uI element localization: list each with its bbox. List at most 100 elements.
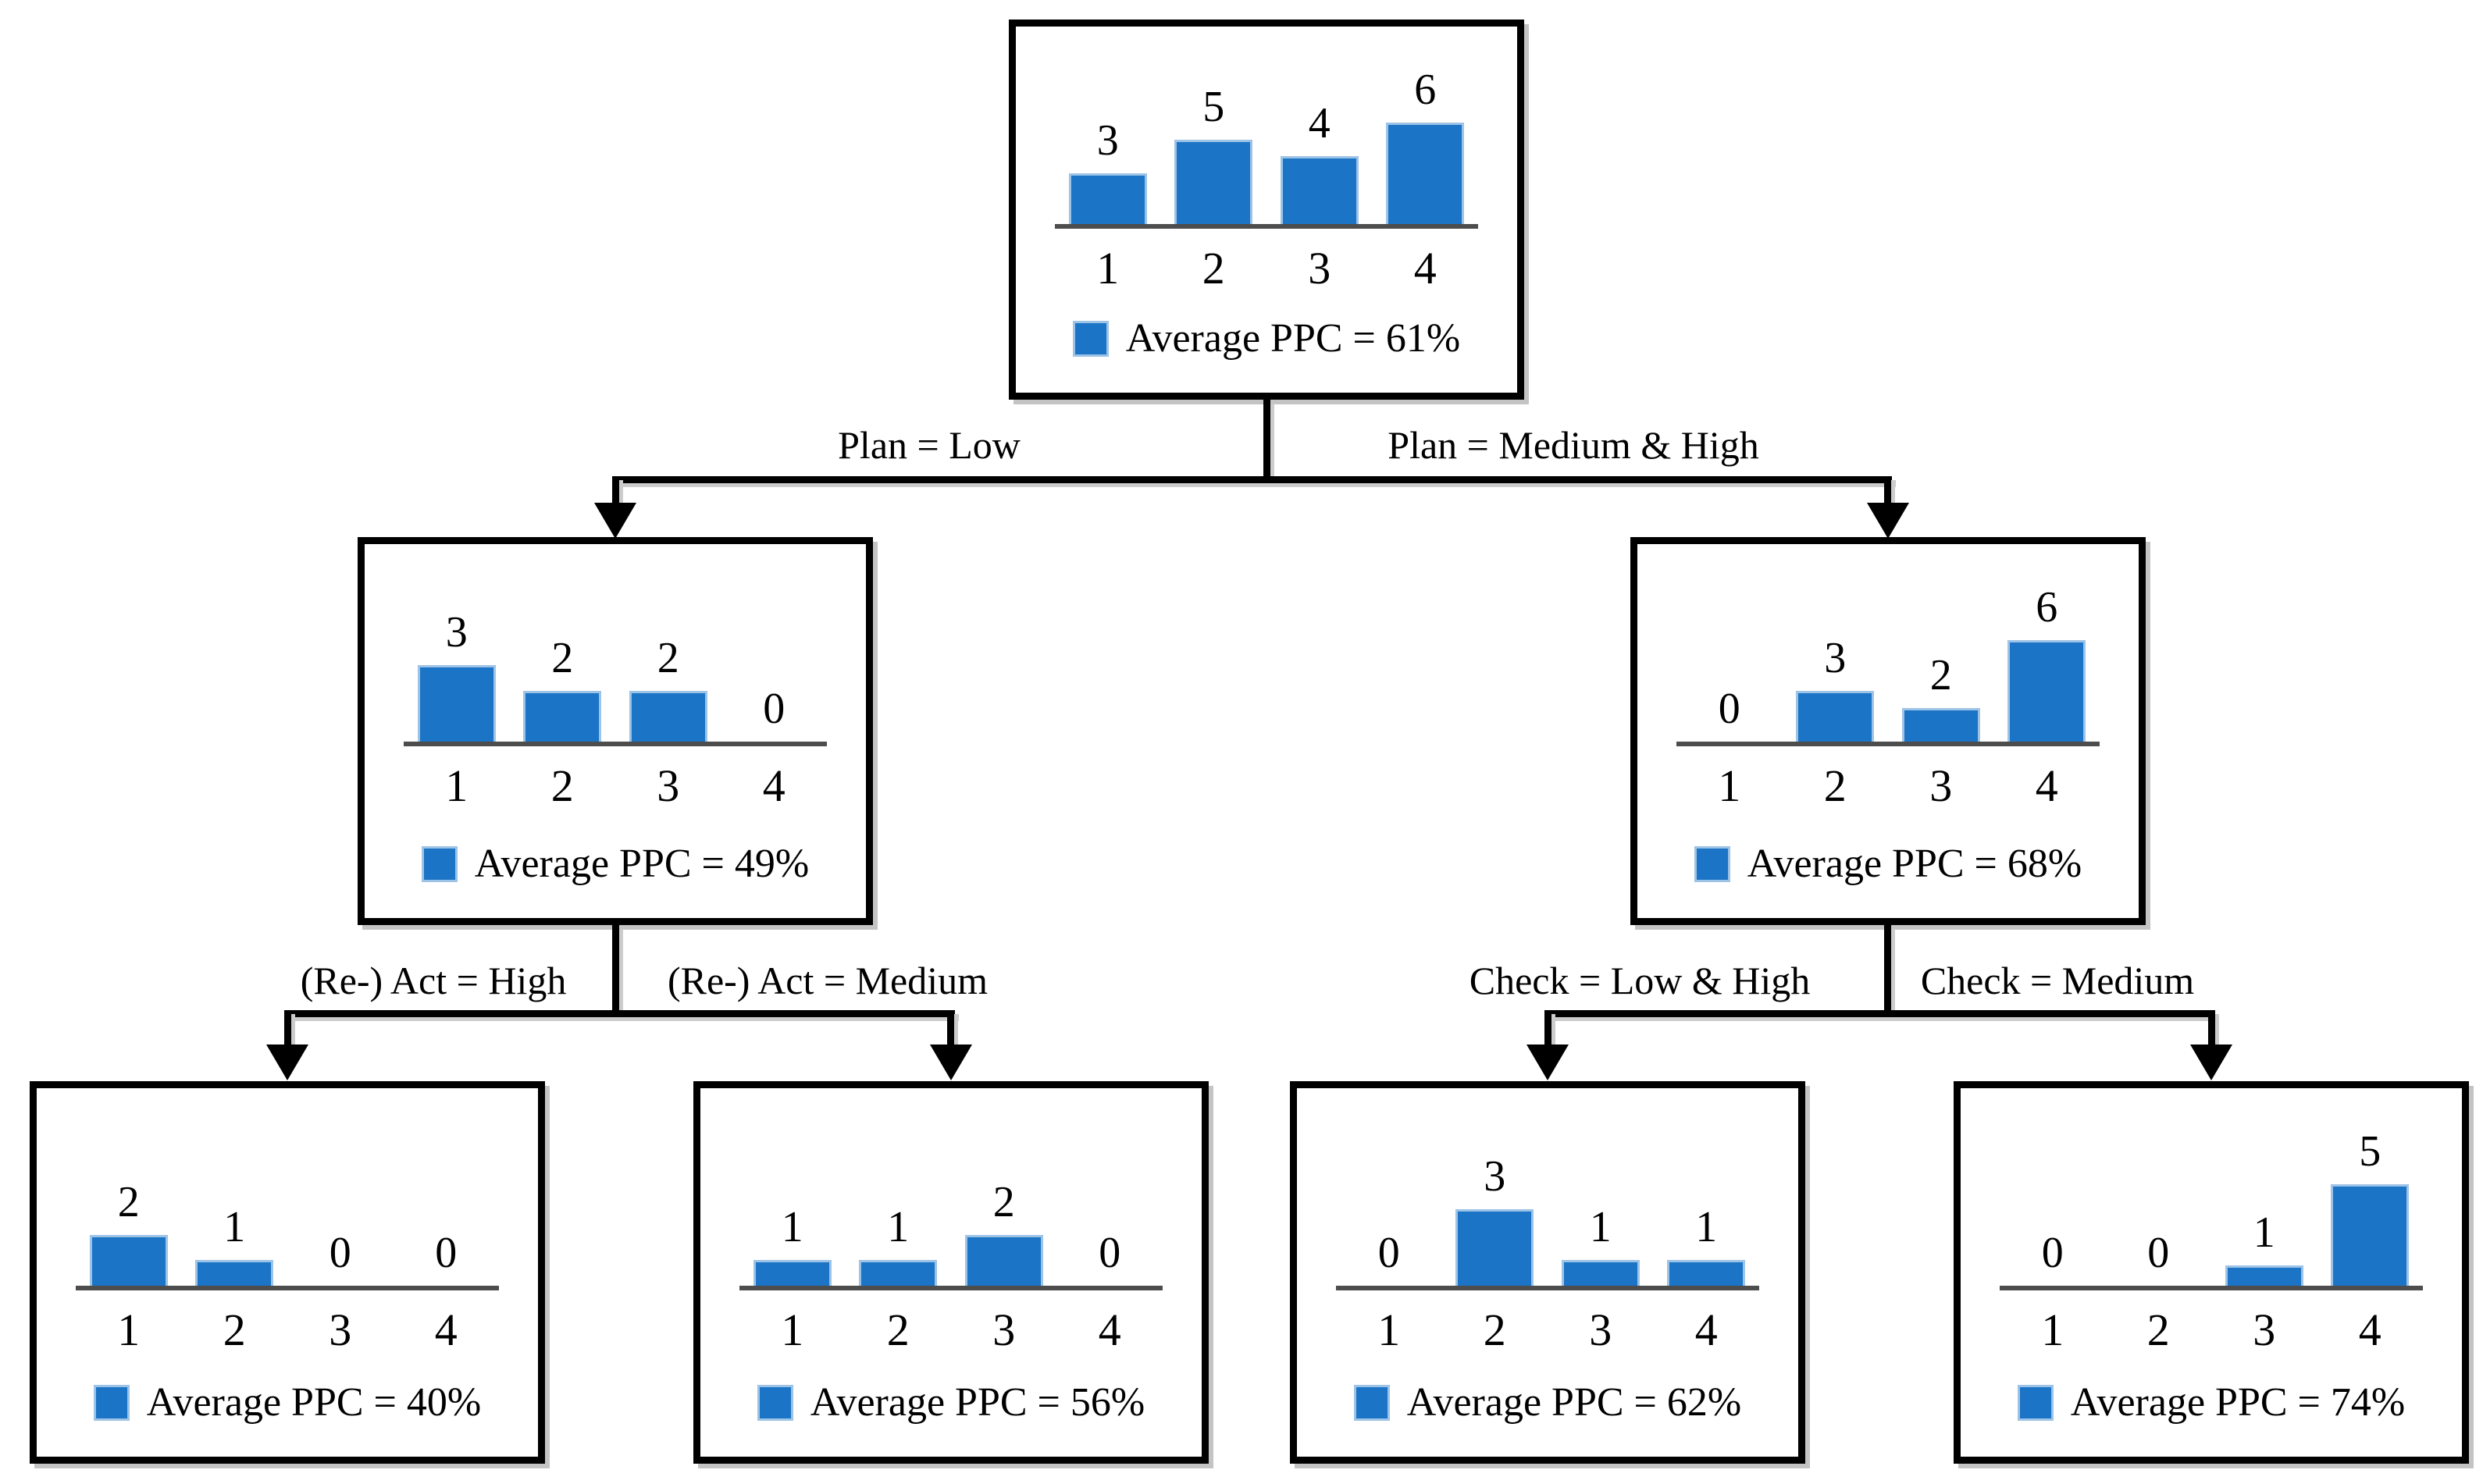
category-label: 3 (657, 760, 680, 811)
chart-legend: Average PPC = 62% (1336, 1379, 1759, 1425)
bar-value-label: 5 (2359, 1127, 2381, 1176)
edge-label-check-low-high: Check = Low & High (1469, 959, 1811, 1002)
edge-label-plan-medium-high: Plan = Medium & High (1388, 423, 1759, 467)
bar-slot: 0 (287, 1088, 394, 1286)
bar-slot: 3 (1783, 544, 1889, 742)
bar-value-label: 1 (1695, 1203, 1718, 1251)
bar (195, 1260, 274, 1286)
bar (1280, 156, 1359, 224)
category-label: 3 (1929, 760, 1953, 811)
bar (2331, 1184, 2410, 1286)
bar-slot: 3 (1442, 1088, 1548, 1286)
edge-label-plan-low: Plan = Low (838, 423, 1021, 467)
bar-value-label: 3 (445, 608, 468, 657)
legend-swatch-icon (1694, 845, 1730, 882)
bar-value-label: 2 (992, 1178, 1015, 1226)
category-label: 1 (781, 1304, 804, 1355)
category-label: 2 (550, 760, 574, 811)
legend-label: Average PPC = 40% (146, 1380, 482, 1425)
bar-slot: 1 (182, 1088, 288, 1286)
category-label: 2 (1483, 1304, 1506, 1355)
legend-swatch-icon (93, 1384, 130, 1421)
category-label: 3 (1589, 1304, 1612, 1355)
bar-value-label: 5 (1202, 83, 1225, 131)
connector-stub-react-medium (947, 1010, 954, 1048)
category-label: 3 (992, 1304, 1016, 1355)
connector-level2-right-horizontal (1544, 1010, 2215, 1017)
bar-slot: 6 (1373, 27, 1479, 224)
category-label: 1 (1096, 242, 1120, 294)
arrow-down-icon (930, 1044, 972, 1080)
bar (89, 1235, 168, 1286)
bar (629, 691, 707, 742)
chart-legend: Average PPC = 49% (404, 841, 827, 887)
category-label: 4 (2035, 760, 2058, 811)
bar-value-label: 2 (657, 634, 679, 682)
legend-swatch-icon (2017, 1384, 2054, 1421)
legend-label: Average PPC = 74% (2070, 1380, 2406, 1425)
bar-value-label: 2 (1929, 651, 1952, 699)
chart-legend: Average PPC = 68% (1676, 841, 2100, 887)
bar-slot: 1 (1548, 1088, 1654, 1286)
category-label: 3 (1308, 242, 1331, 294)
bar-value-label: 0 (763, 685, 786, 733)
arrow-down-icon (2190, 1044, 2232, 1080)
arrow-down-icon (266, 1044, 308, 1080)
bar-slot: 0 (1676, 544, 1783, 742)
bar-value-label: 1 (2253, 1208, 2275, 1257)
bar-slot: 2 (1888, 544, 1994, 742)
bar-slot: 1 (1654, 1088, 1760, 1286)
bar-value-label: 4 (1308, 99, 1331, 148)
legend-swatch-icon (757, 1384, 793, 1421)
edge-label-react-high: (Re-) Act = High (300, 959, 567, 1002)
bar (753, 1260, 832, 1286)
arrow-down-icon (1526, 1044, 1569, 1080)
bar-value-label: 0 (2147, 1229, 2170, 1277)
category-label: 4 (434, 1304, 458, 1355)
bar (2225, 1265, 2303, 1286)
arrow-down-icon (1867, 503, 1909, 539)
category-label: 4 (1413, 242, 1437, 294)
legend-swatch-icon (421, 845, 458, 882)
bar-value-label: 0 (1718, 685, 1740, 733)
bar-slot: 2 (76, 1088, 182, 1286)
bar (523, 691, 602, 742)
category-label: 1 (1718, 760, 1741, 811)
connector-level2-left-horizontal (284, 1010, 955, 1017)
connector-stub-react-high (284, 1010, 291, 1048)
chart-legend: Average PPC = 74% (2000, 1379, 2423, 1425)
bar-slot: 3 (404, 544, 510, 742)
bar-value-label: 3 (1096, 116, 1119, 165)
bar-slot: 0 (721, 544, 828, 742)
bar-value-label: 3 (1484, 1152, 1506, 1201)
bar-value-label: 0 (435, 1229, 458, 1277)
bar-value-label: 1 (781, 1203, 803, 1251)
edge-label-react-medium: (Re-) Act = Medium (667, 959, 989, 1002)
bar-slot: 2 (951, 1088, 1057, 1286)
bar (1667, 1260, 1746, 1286)
legend-label: Average PPC = 61% (1125, 316, 1461, 361)
bar-slot: 1 (739, 1088, 846, 1286)
legend-label: Average PPC = 68% (1747, 842, 2082, 886)
category-label: 1 (1377, 1304, 1401, 1355)
bar (417, 665, 496, 742)
bar-slot: 1 (2211, 1088, 2317, 1286)
bar (1455, 1209, 1534, 1286)
connector-plan-low-vertical (612, 925, 619, 1012)
